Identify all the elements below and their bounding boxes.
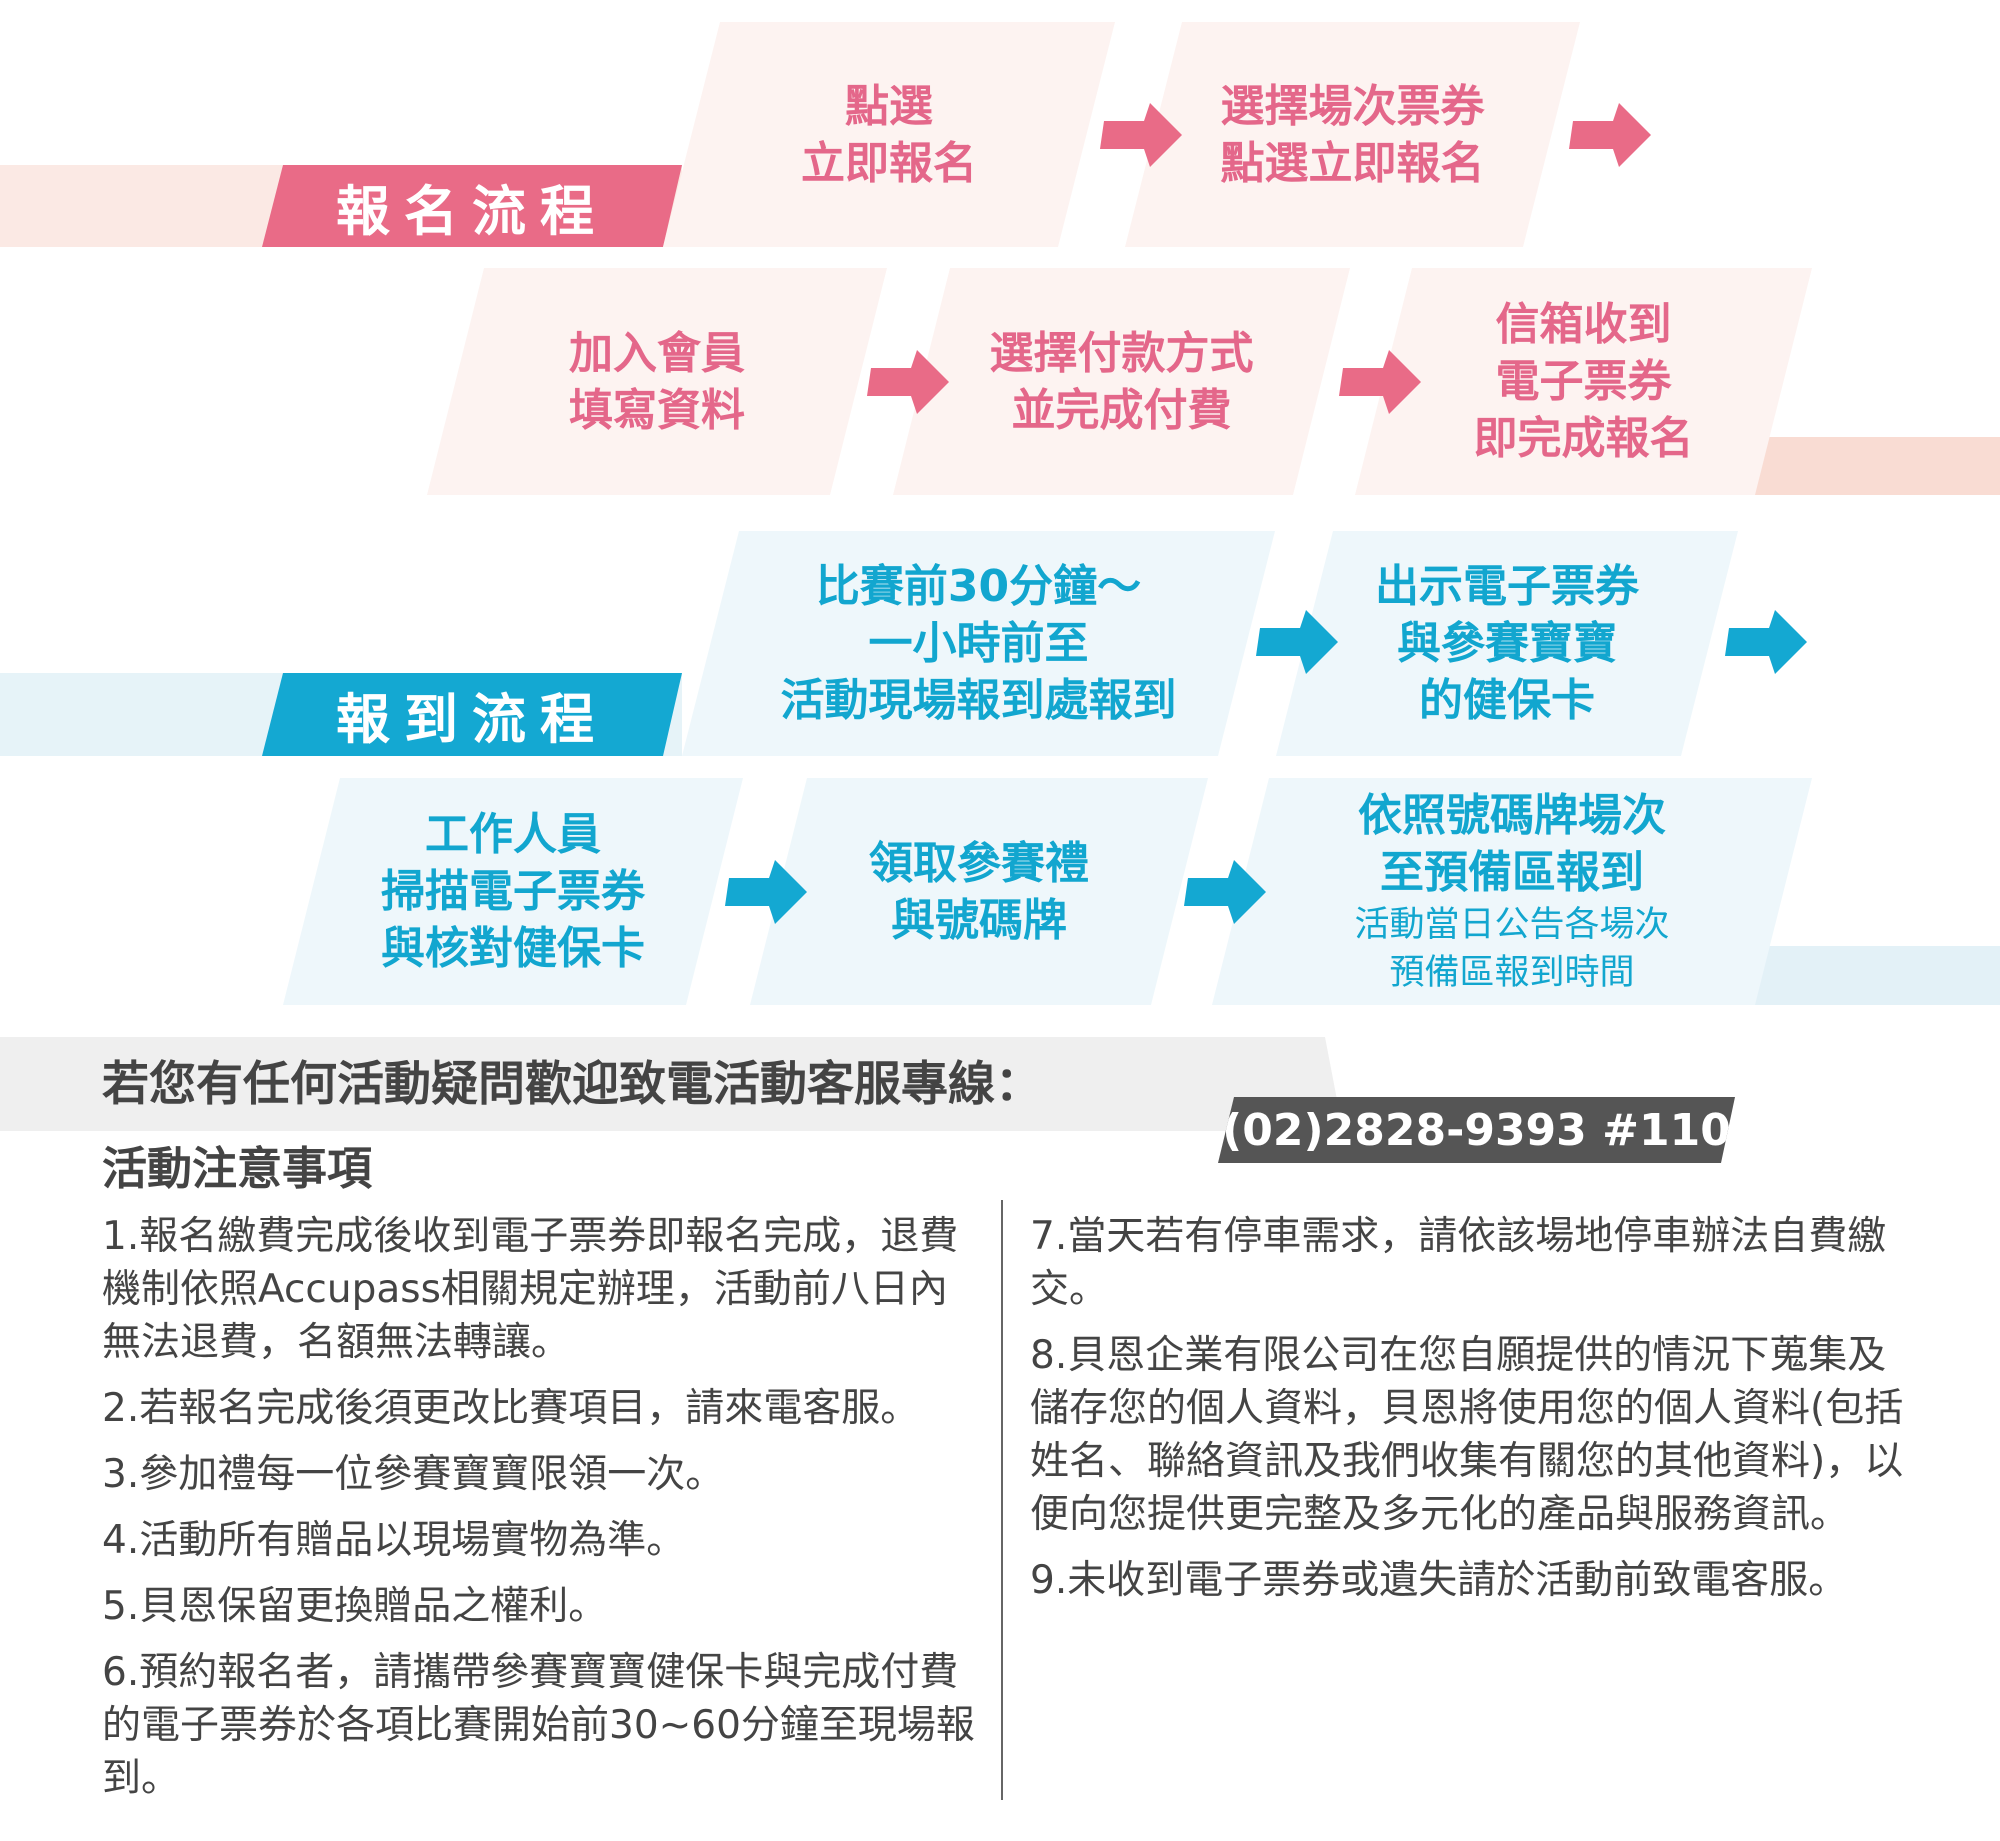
note-item: 5.貝恩保留更換贈品之權利。 xyxy=(102,1584,608,1629)
checkin-title: 報到流程 xyxy=(262,673,682,756)
arrow-right-icon xyxy=(1339,350,1423,414)
contact-band xyxy=(0,1037,1343,1131)
note-item: 3.參加禮每一位參賽寶寶限領一次。 xyxy=(102,1452,725,1497)
notes-right: 7.當天若有停車需求，請依該場地停車辦法自費繳交。 8.貝恩企業有限公司在您自願… xyxy=(1030,1210,1910,1620)
registration-step-5: 信箱收到 電子票券 即完成報名 xyxy=(1355,268,1812,495)
contact-text: 若您有任何活動疑問歡迎致電活動客服專線： xyxy=(102,1057,1042,1112)
registration-step-2: 選擇場次票券 點選立即報名 xyxy=(1125,22,1580,247)
registration-step-3: 加入會員 填寫資料 xyxy=(427,268,887,495)
note-item: 8.貝恩企業有限公司在您自願提供的情況下蒐集及儲存您的個人資料，貝恩將使用您的個… xyxy=(1030,1333,1904,1537)
notes-heading: 活動注意事項 xyxy=(102,1142,373,1195)
notes-left: 1.報名繳費完成後收到電子票券即報名完成，退費機制依照Accupass相關規定辦… xyxy=(102,1210,982,1818)
pink-band-right xyxy=(1750,437,2000,495)
arrow-right-icon xyxy=(725,860,809,924)
registration-step-4: 選擇付款方式 並完成付費 xyxy=(893,268,1350,495)
registration-title: 報名流程 xyxy=(262,165,682,247)
checkin-step-2: 出示電子票券 與參賽寶寶 的健保卡 xyxy=(1276,531,1738,756)
arrow-right-icon xyxy=(867,350,951,414)
checkin-step-4: 領取參賽禮 與號碼牌 xyxy=(750,778,1208,1005)
arrow-right-icon xyxy=(1184,860,1268,924)
checkin-step-1: 比賽前30分鐘～ 一小時前至 活動現場報到處報到 xyxy=(682,531,1275,756)
checkin-step-5: 依照號碼牌場次 至預備區報到 活動當日公告各場次 預備區報到時間 xyxy=(1212,778,1812,1005)
arrow-right-icon xyxy=(1725,610,1809,674)
arrow-right-icon xyxy=(1100,103,1184,167)
note-item: 2.若報名完成後須更改比賽項目，請來電客服。 xyxy=(102,1386,920,1431)
note-item: 7.當天若有停車需求，請依該場地停車辦法自費繳交。 xyxy=(1030,1214,1887,1312)
phone-number[interactable]: (02)2828-9393 #110 xyxy=(1218,1097,1735,1163)
arrow-right-icon xyxy=(1256,610,1340,674)
note-item: 6.預約報名者，請攜帶參賽寶寶健保卡與完成付費的電子票券於各項比賽開始前30~6… xyxy=(102,1650,975,1801)
note-item: 9.未收到電子票券或遺失請於活動前致電客服。 xyxy=(1030,1558,1848,1603)
arrow-right-icon xyxy=(1569,103,1653,167)
checkin-step-3: 工作人員 掃描電子票券 與核對健保卡 xyxy=(283,778,743,1005)
notes-divider xyxy=(1001,1200,1003,1800)
note-item: 1.報名繳費完成後收到電子票券即報名完成，退費機制依照Accupass相關規定辦… xyxy=(102,1214,959,1365)
blue-band-right xyxy=(1754,946,2000,1005)
registration-step-1: 點選 立即報名 xyxy=(663,22,1115,247)
note-item: 4.活動所有贈品以現場實物為準。 xyxy=(102,1518,686,1563)
